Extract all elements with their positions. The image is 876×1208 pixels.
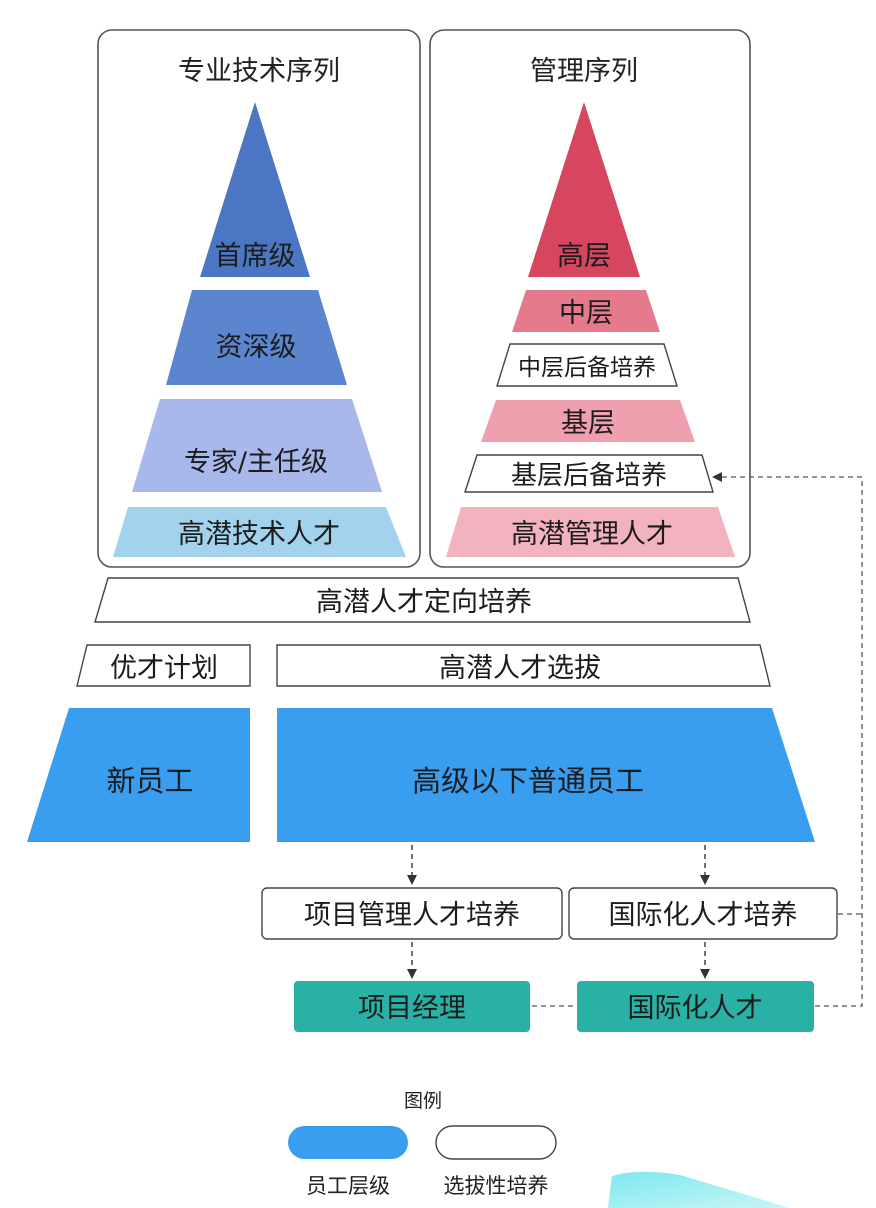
mgmt-level-high-potential [446,507,735,557]
technical-column: 专业技术序列 首席级 资深级 专家/主任级 高潜技术人才 [97,29,421,568]
legend-outline-label: 选拔性培养 [444,1174,549,1198]
project-manager [294,981,530,1032]
management-column-frame [429,29,751,568]
new-staff [27,708,250,842]
internationalization-training-label: 国际化人才培养 [609,900,798,931]
mgmt-level-base-label: 基层 [561,408,615,439]
regular-staff [277,708,815,842]
international-talent-label: 国际化人才 [628,993,763,1024]
international-talent [577,981,814,1032]
mgmt-middle-reserve-training-label: 中层后备培养 [518,355,656,381]
regular-staff-label: 高级以下普通员工 [412,764,644,798]
tech-level-high-potential [113,507,406,557]
tech-level-chief [200,102,310,277]
tech-level-high-potential-label: 高潜技术人才 [178,519,340,550]
mgmt-level-middle-label: 中层 [559,298,613,329]
legend: 图例 员工层级 选拔性培养 [288,1090,557,1198]
tech-level-expert [132,399,382,492]
mgmt-level-base [481,400,695,442]
project-management-training [261,887,563,940]
legend-title: 图例 [404,1090,442,1112]
tech-level-chief-label: 首席级 [215,241,296,272]
high-potential-selection-label: 高潜人才选拔 [439,653,601,684]
youcai-program-label: 优才计划 [110,653,218,684]
technical-column-frame [97,29,421,568]
high-potential-targeted-training-label: 高潜人才定向培养 [316,587,532,618]
project-manager-label: 项目经理 [358,993,466,1024]
decorative-corner-shape [608,1171,790,1208]
management-column: 管理序列 高层 中层 中层后备培养 基层 基层后备培养 高潜管理人才 [429,29,751,568]
legend-outline-swatch [435,1125,557,1160]
high-potential-targeted-training [94,577,751,623]
mgmt-middle-reserve-training [496,343,678,387]
internationalization-training [568,887,838,940]
tech-level-expert-label: 专家/主任级 [184,447,328,478]
project-management-training-label: 项目管理人才培养 [304,900,520,931]
tech-level-senior [166,290,347,385]
mgmt-level-senior-label: 高层 [557,241,611,272]
high-potential-selection [276,644,771,687]
mgmt-base-reserve-training-label: 基层后备培养 [511,461,667,491]
management-column-title: 管理序列 [530,56,638,87]
mgmt-level-high-potential-label: 高潜管理人才 [511,519,673,550]
mgmt-level-middle [512,290,660,332]
legend-filled-label: 员工层级 [306,1174,390,1198]
new-staff-label: 新员工 [106,764,193,798]
legend-filled-swatch [288,1126,408,1159]
mgmt-level-senior [528,102,640,277]
tech-level-senior-label: 资深级 [216,332,297,363]
feedback-arrow-to-base-reserve [712,472,863,1007]
youcai-program [76,644,251,687]
technical-column-title: 专业技术序列 [178,56,340,87]
mgmt-base-reserve-training [464,454,714,493]
